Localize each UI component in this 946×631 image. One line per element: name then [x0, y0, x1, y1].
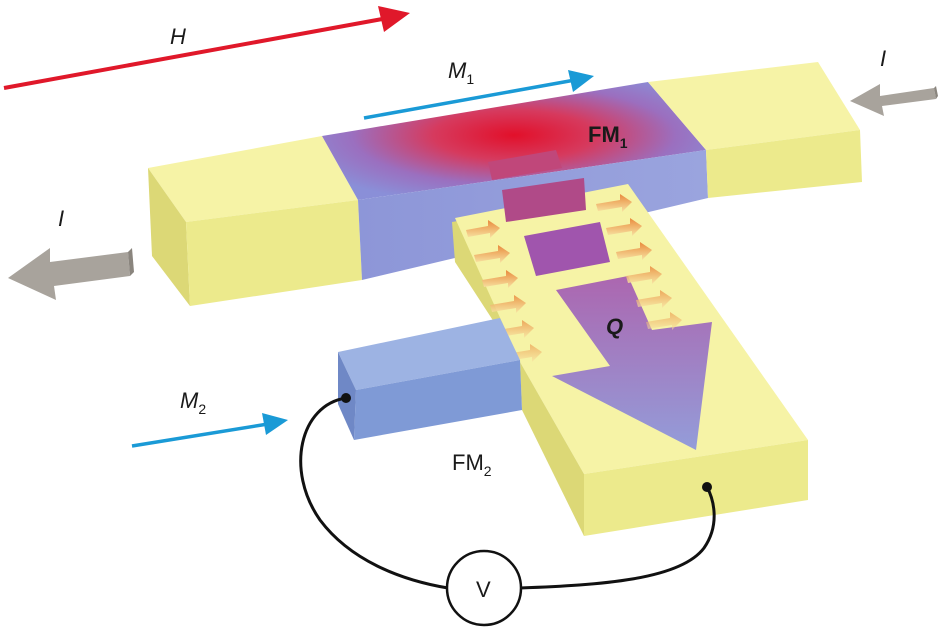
current-arrow-right — [850, 84, 938, 116]
heat-label: Q — [606, 314, 623, 339]
fm2-block — [338, 318, 522, 440]
fm2-top — [338, 318, 520, 390]
arm-lower-left-face — [520, 362, 584, 536]
wire-left — [299, 396, 449, 590]
fm1-top — [322, 82, 706, 200]
m2-arrow — [131, 413, 288, 448]
m1-label-main: M — [448, 58, 467, 83]
fm2-label: FM2 — [452, 450, 492, 479]
fm1-label: FM1 — [588, 122, 628, 151]
left-lead-face — [186, 200, 362, 306]
fm1-label-sub: 1 — [620, 135, 628, 151]
arm-front-face — [584, 440, 808, 536]
m1-label-sub: 1 — [466, 71, 474, 87]
circuit — [299, 396, 716, 590]
left-lead-top — [148, 136, 358, 222]
wire-right — [519, 486, 716, 590]
current-arrow-left — [8, 248, 134, 300]
heat-square — [524, 222, 610, 276]
fm2-label-sub: 2 — [484, 463, 492, 479]
fm2-label-main: FM — [452, 450, 484, 475]
contact-arm — [702, 482, 712, 492]
current-label-right: I — [880, 46, 886, 71]
voltmeter-label: V — [476, 577, 491, 602]
right-lead-face — [706, 130, 862, 198]
heat-arrow — [552, 276, 712, 450]
voltmeter — [445, 549, 523, 627]
m1-arrow — [363, 70, 594, 120]
vertical-strip: Q — [452, 150, 808, 536]
field-arrow — [3, 6, 410, 90]
m2-label-sub: 2 — [198, 401, 206, 417]
m2-label: M2 — [180, 388, 206, 417]
fm1-label-main: FM — [588, 122, 620, 147]
fm1-tab-top — [488, 150, 562, 180]
m1-label: M1 — [448, 58, 474, 87]
right-lead-top — [648, 62, 860, 150]
spin-arrows-left — [466, 220, 542, 362]
current-label-left: I — [58, 206, 64, 231]
spin-arrows-right — [596, 194, 682, 330]
fm2-front — [354, 360, 522, 440]
m2-label-main: M — [180, 388, 199, 413]
left-lead-front — [148, 168, 190, 306]
contact-fm2 — [341, 393, 351, 403]
fm1-tab-face — [502, 178, 586, 222]
field-label: H — [170, 24, 186, 49]
